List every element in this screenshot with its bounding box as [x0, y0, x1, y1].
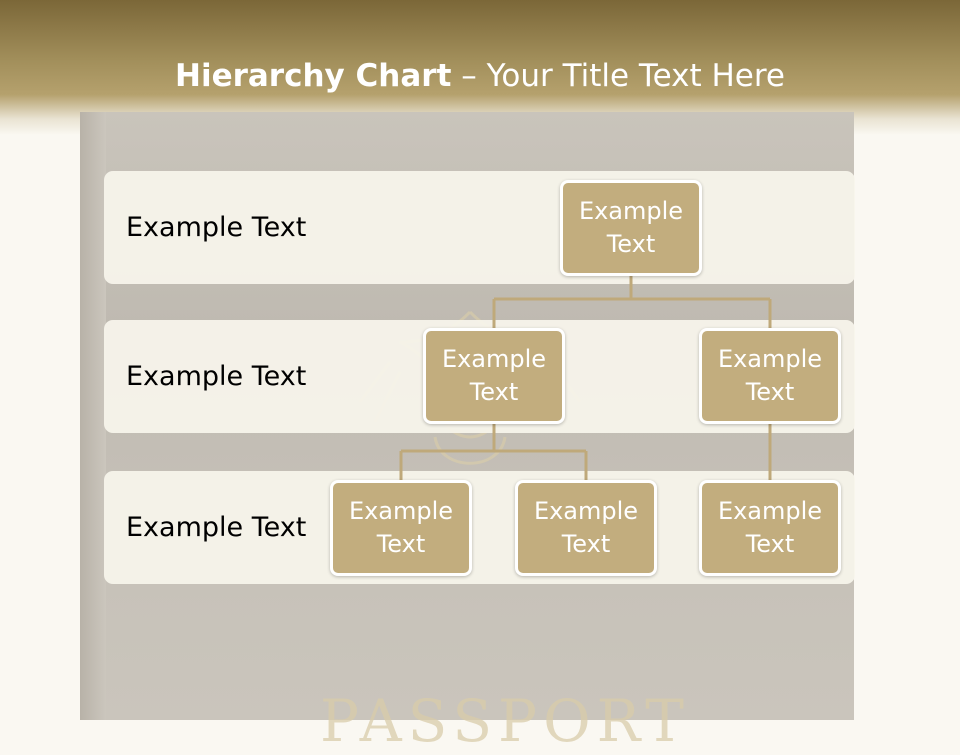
connector-left-children [399, 424, 588, 482]
level-label-1: Example Text [126, 212, 307, 243]
node-level2-right[interactable]: Example Text [699, 328, 841, 424]
node-level3-a-text: Example Text [348, 497, 454, 558]
node-level3-c[interactable]: Example Text [699, 480, 841, 576]
title-bold: Hierarchy Chart [175, 58, 452, 94]
node-level2-right-text: Example Text [717, 345, 823, 406]
slide-title: Hierarchy Chart – Your Title Text Here [0, 56, 960, 96]
node-level3-c-text: Example Text [717, 497, 823, 558]
node-level2-left[interactable]: Example Text [423, 328, 565, 424]
level-label-3: Example Text [126, 512, 307, 543]
node-level3-b[interactable]: Example Text [515, 480, 657, 576]
title-rest: – Your Title Text Here [451, 58, 785, 94]
level-band-1: Example Text [104, 171, 855, 284]
node-level3-a[interactable]: Example Text [330, 480, 472, 576]
node-level2-left-text: Example Text [441, 345, 547, 406]
node-root-text: Example Text [578, 197, 684, 258]
node-root[interactable]: Example Text [560, 180, 702, 276]
connector-lines [399, 275, 772, 482]
node-level3-b-text: Example Text [533, 497, 639, 558]
level-label-2: Example Text [126, 361, 307, 392]
passport-spine [80, 112, 106, 720]
connector-root-children [492, 275, 772, 330]
